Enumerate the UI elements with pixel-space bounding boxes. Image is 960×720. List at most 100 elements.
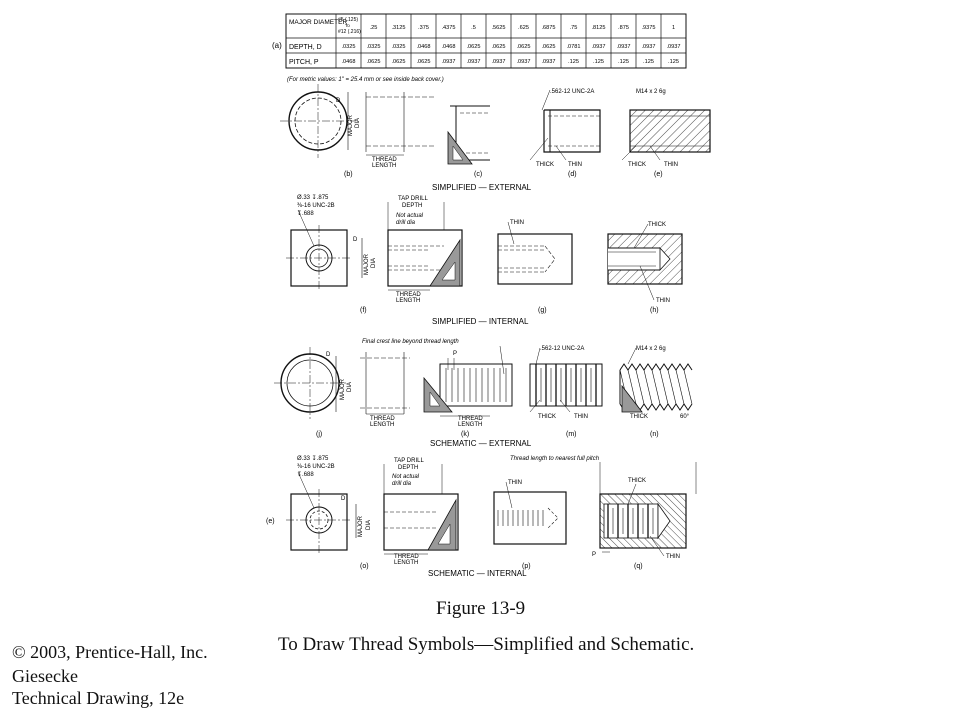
cell-pitch: .0937: [492, 59, 506, 65]
ann-thin-q: THIN: [666, 554, 680, 560]
view-label-j: (j): [316, 431, 322, 438]
cell-pitch: .125: [643, 59, 654, 65]
ann-metric-n: M14 x 2 6g: [636, 346, 666, 352]
ann-major-j: MAJOR: [340, 378, 346, 400]
ann-thin-d: THIN: [568, 162, 582, 168]
view-label-f: (f): [360, 307, 367, 314]
cell-pitch: .125: [593, 59, 604, 65]
ann-dia-o: DIA: [366, 520, 372, 530]
simplified-external-views: D MAJOR DIA THREAD LENGTH (b) (c) .562-1…: [280, 84, 711, 192]
cell-major-diameter: .875: [618, 25, 629, 31]
view-label-m: (m): [566, 431, 577, 438]
cell-pitch: .0625: [417, 59, 431, 65]
ann-tapdrill-f: TAP DRILL: [398, 196, 428, 202]
cell-depth: .0625: [542, 44, 556, 50]
schematic-external-views: D MAJOR DIA THREAD LENGTH (j) Final cres…: [274, 339, 693, 448]
ann-thread-j: THREAD: [370, 416, 395, 422]
cell-pitch: .0625: [392, 59, 406, 65]
author-line: Giesecke: [12, 666, 78, 686]
ann-length-b: LENGTH: [372, 163, 396, 169]
cell-pitch: .125: [618, 59, 629, 65]
ann-length-f: LENGTH: [396, 298, 420, 304]
ann-thread-f: THREAD: [396, 292, 421, 298]
ann-major-b: MAJOR: [348, 114, 354, 136]
ann-d-b: D: [336, 98, 341, 104]
callout-dia-o: Ø.33 ↧.875: [297, 455, 329, 462]
cell-major-diameter: .5625: [492, 25, 506, 31]
ann-thin-m: THIN: [574, 414, 588, 420]
book-title-line: Technical Drawing, 12e: [12, 688, 185, 708]
figure-number: Figure 13-9: [436, 598, 526, 619]
section-title-simplified-internal: SIMPLIFIED — INTERNAL: [432, 317, 529, 326]
view-label-b: (b): [344, 171, 353, 178]
ann-thick-m: THICK: [538, 414, 556, 420]
cell-depth: .0937: [667, 44, 681, 50]
ann-thick-q: THICK: [628, 478, 646, 484]
ann-dia-b: DIA: [355, 118, 361, 128]
callout-depth-f: ↧.688: [297, 210, 314, 217]
ann-thick-n: THICK: [630, 414, 648, 420]
view-label-g: (g): [538, 307, 547, 314]
cell-major-diameter: .3125: [392, 25, 406, 31]
view-label-q: (q): [634, 563, 643, 570]
ann-drilldia-o: drill dia: [392, 481, 412, 487]
cell-major-diameter: .75: [570, 25, 578, 31]
ann-notactual-f: Not actual: [396, 213, 424, 219]
cell-depth: .0468: [417, 44, 431, 50]
view-label-h: (h): [650, 307, 659, 314]
cell-major-diameter: .5: [471, 25, 476, 31]
first-col-line1: #5 (.125): [338, 17, 358, 23]
panel-label-a: (a): [272, 41, 282, 50]
simplified-internal-views: Ø.33 ↧.875 ⅜-16 UNC-2B ↧.688 D MAJOR DIA…: [286, 194, 683, 326]
copyright-line: © 2003, Prentice-Hall, Inc.: [12, 642, 208, 662]
row-header-depth: DEPTH, D: [289, 44, 322, 51]
ann-thick-h: THICK: [648, 222, 666, 228]
cell-pitch: .0625: [367, 59, 381, 65]
cell-depth: .0468: [442, 44, 456, 50]
cell-pitch: .0937: [542, 59, 556, 65]
ann-major-o: MAJOR: [358, 515, 364, 537]
ann-nearest-pitch: Thread length to nearest full pitch: [510, 456, 600, 462]
cell-depth: .0781: [567, 44, 581, 50]
ann-d-o: D: [341, 496, 346, 502]
section-title-schematic-internal: SCHEMATIC — INTERNAL: [428, 569, 527, 578]
cell-pitch: .125: [668, 59, 679, 65]
panel-label-e-ref: (e): [266, 518, 275, 525]
ann-thread-k: THREAD: [458, 416, 483, 422]
ann-drilldia-f: drill dia: [396, 220, 416, 226]
cell-pitch: .0937: [517, 59, 531, 65]
thread-symbols-drawing: (a) MAJOR DIAMETER DEPTH, D PITCH, P #5 …: [266, 13, 711, 578]
callout-depth-o: ↧.688: [297, 471, 314, 478]
ann-final-crest: Final crest line beyond thread length: [362, 339, 459, 345]
cell-depth: .0325: [342, 44, 356, 50]
ann-thread-b: THREAD: [372, 157, 397, 163]
cell-depth: .0937: [642, 44, 656, 50]
view-label-o: (o): [360, 563, 369, 570]
cell-major-diameter: .625: [518, 25, 529, 31]
cell-major-diameter: 1: [672, 25, 675, 31]
table-note: (For metric values: 1" = 25.4 mm or see …: [287, 77, 444, 83]
cell-depth: .0625: [492, 44, 506, 50]
cell-depth: .0625: [517, 44, 531, 50]
cell-pitch: .0937: [467, 59, 481, 65]
ann-thin-h: THIN: [656, 298, 670, 304]
cell-major-diameter: .9375: [642, 25, 656, 31]
cell-depth: .0937: [592, 44, 606, 50]
view-label-d: (d): [568, 171, 577, 178]
cell-depth: .0325: [367, 44, 381, 50]
ann-thin-g: THIN: [510, 220, 524, 226]
callout-dia-f: Ø.33 ↧.875: [297, 194, 329, 201]
section-title-simplified-external: SIMPLIFIED — EXTERNAL: [432, 183, 532, 192]
view-label-c: (c): [474, 171, 482, 178]
ann-thread-o: THREAD: [394, 554, 419, 560]
ann-dia-f: DIA: [371, 258, 377, 268]
ann-thick-e: THICK: [628, 162, 646, 168]
ann-dia-j: DIA: [347, 382, 353, 392]
ann-depth-f: DEPTH: [402, 203, 422, 209]
cell-major-diameter: .4375: [442, 25, 456, 31]
cell-depth: .0937: [617, 44, 631, 50]
callout-unc-o: ⅜-16 UNC-2B: [297, 464, 335, 470]
view-label-e: (e): [654, 171, 663, 178]
cell-pitch: .0937: [442, 59, 456, 65]
ann-thin-p: THIN: [508, 480, 522, 486]
